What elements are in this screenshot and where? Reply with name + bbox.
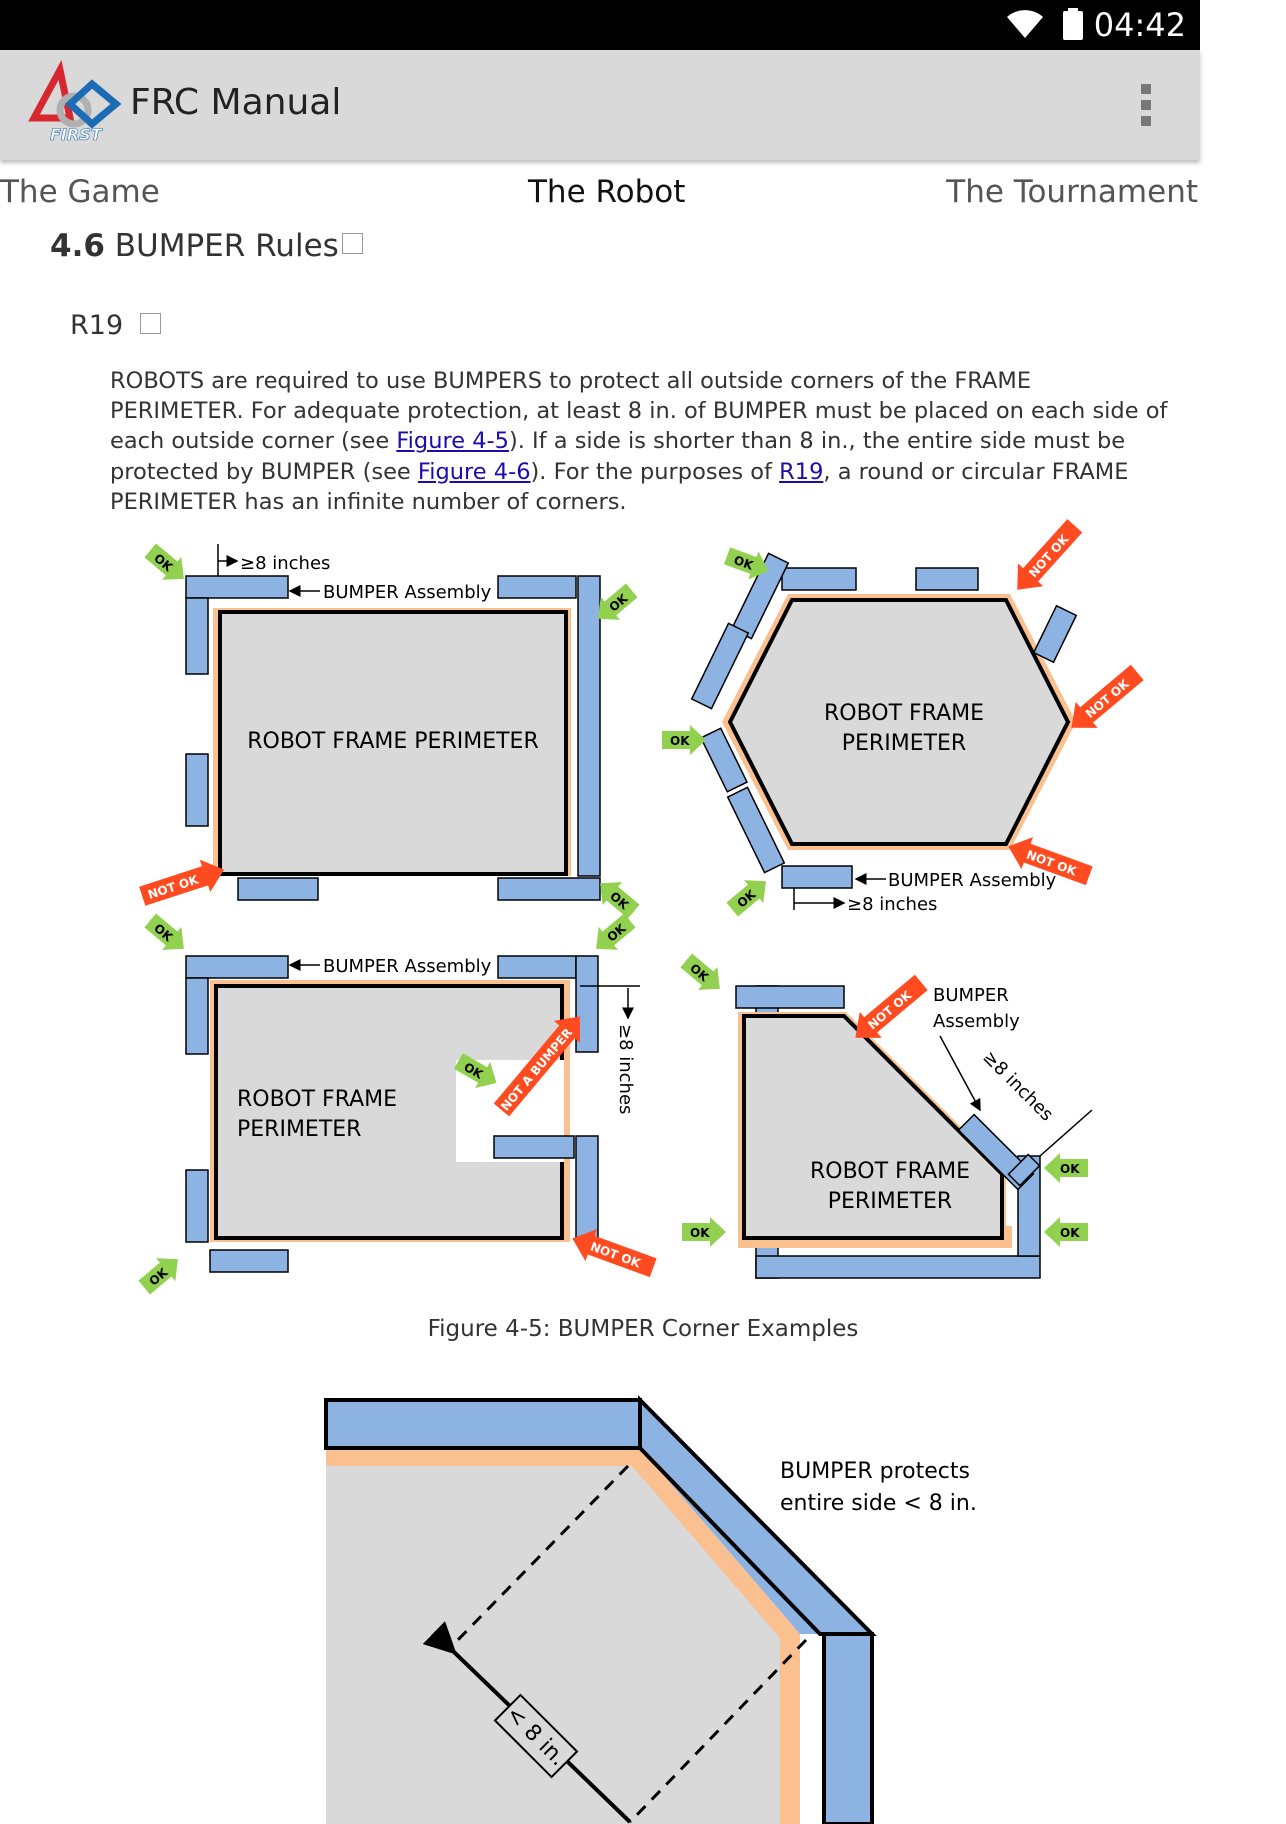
svg-text:OK: OK xyxy=(1060,1162,1080,1176)
ok-arrow: OK xyxy=(726,880,766,917)
section-checkbox[interactable] xyxy=(342,233,363,254)
label-assembly: Assembly xyxy=(933,1011,1020,1032)
rule-checkbox[interactable] xyxy=(140,313,161,334)
ok-arrow: OK xyxy=(144,913,184,950)
label-perimeter: PERIMETER xyxy=(828,1189,952,1214)
not-ok-arrow: NOT OK xyxy=(1071,664,1144,728)
tab-the-game[interactable]: The Game xyxy=(0,174,160,210)
ok-arrow: OK xyxy=(596,913,636,950)
panel-notch: BUMPER Assembly ≥8 inches ROBOT FRAME PE… xyxy=(138,913,657,1295)
not-ok-arrow: NOT OK xyxy=(1017,519,1083,590)
tab-bar: The Game The Robot The Tournament xyxy=(0,166,1200,222)
label-perimeter: PERIMETER xyxy=(842,731,966,756)
label-entire-side: entire side < 8 in. xyxy=(780,1491,977,1516)
label-frame-perimeter: ROBOT FRAME PERIMETER xyxy=(247,729,538,754)
ok-arrow: OK xyxy=(680,953,720,990)
panel-hexagon: ROBOT FRAME PERIMETER BUMPER Assembly ≥8… xyxy=(662,519,1144,917)
panel-chamfer: BUMPER Assembly ≥8 inches ROBOT FRAME PE… xyxy=(680,953,1093,1279)
rule-id: R19 xyxy=(70,310,124,341)
ok-arrow: OK xyxy=(662,725,706,755)
rule-text-part: ). If a side is shorter than 8 in., the … xyxy=(110,428,1126,485)
wifi-icon xyxy=(1007,10,1043,38)
figure-4-5-caption: Figure 4-5: BUMPER Corner Examples xyxy=(427,1316,859,1342)
tab-the-robot[interactable]: The Robot xyxy=(528,174,686,210)
label-bumper-assembly: BUMPER Assembly xyxy=(323,956,492,977)
first-logo: FIRST xyxy=(28,59,122,144)
svg-text:NOT OK: NOT OK xyxy=(1083,676,1132,721)
figure-4-5-diagram: ≥8 inches BUMPER Assembly ROBOT FRAME PE… xyxy=(138,519,1144,1295)
logo-text: FIRST xyxy=(50,125,103,144)
label-perimeter: PERIMETER xyxy=(237,1117,361,1142)
app-bar: FIRST FRC Manual xyxy=(0,50,1200,160)
ok-arrow: OK xyxy=(453,1053,497,1088)
rule-text-part: ). For the purposes of xyxy=(530,458,780,485)
label-bumper: BUMPER xyxy=(933,985,1009,1006)
ok-arrow: OK xyxy=(1044,1153,1088,1183)
label-robot-frame: ROBOT FRAME xyxy=(824,701,984,726)
ok-arrow: OK xyxy=(138,1258,178,1295)
label-robot-frame: ROBOT FRAME xyxy=(810,1159,970,1184)
ok-arrow: OK xyxy=(724,547,769,580)
figure-4-6-diagram: < 8 in. BUMPER protects entire side < 8 … xyxy=(324,1395,977,1824)
rule-text-part: , a round or circular FRAME PERIMETER ha… xyxy=(110,458,1129,515)
label-eight-inches: ≥8 inches xyxy=(615,1024,636,1114)
app-title: FRC Manual xyxy=(130,82,342,123)
svg-text:NOT OK: NOT OK xyxy=(1026,532,1072,581)
label-bumper-assembly: BUMPER Assembly xyxy=(888,870,1057,891)
panel-rectangle: ≥8 inches BUMPER Assembly ROBOT FRAME PE… xyxy=(139,543,640,919)
label-eight-inches: ≥8 inches xyxy=(240,553,330,574)
ok-arrow: OK xyxy=(1044,1217,1088,1247)
link-figure-4-5[interactable]: Figure 4-5 xyxy=(396,428,509,455)
link-r19[interactable]: R19 xyxy=(779,458,824,485)
rule-text-part: ROBOTS are required to use BUMPERS to pr… xyxy=(110,368,1168,455)
label-robot-frame: ROBOT FRAME xyxy=(237,1087,397,1112)
label-bumper-assembly: BUMPER Assembly xyxy=(323,582,492,603)
svg-text:OK: OK xyxy=(1060,1226,1080,1240)
ok-arrow: OK xyxy=(682,1217,726,1247)
label-eight-inches: ≥8 inches xyxy=(847,894,937,915)
svg-text:OK: OK xyxy=(690,1226,710,1240)
svg-text:OK: OK xyxy=(670,734,690,748)
svg-text:OK: OK xyxy=(732,553,756,573)
status-bar: 04:42 xyxy=(0,0,1200,50)
battery-icon xyxy=(1063,8,1083,40)
section-number: 4.6 xyxy=(50,228,105,264)
overflow-menu-icon[interactable] xyxy=(1140,84,1152,126)
link-figure-4-6[interactable]: Figure 4-6 xyxy=(417,458,531,485)
rule-text: ROBOTS are required to use BUMPERS to pr… xyxy=(110,366,1170,517)
section-heading: 4.6 BUMPER Rules xyxy=(50,228,339,264)
label-bumper-protects: BUMPER protects xyxy=(780,1459,970,1484)
section-title: BUMPER Rules xyxy=(114,228,339,264)
status-time: 04:42 xyxy=(1093,6,1186,44)
tab-the-tournament[interactable]: The Tournament xyxy=(946,174,1198,210)
